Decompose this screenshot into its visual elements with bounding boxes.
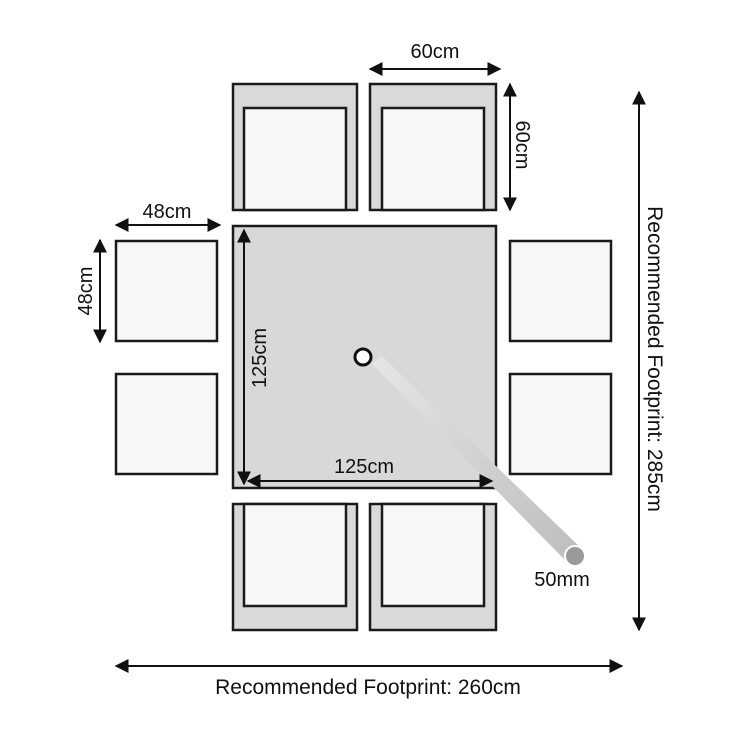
chair-bottom-left [231,502,359,632]
dimension-label-stool-width: 48cm [143,201,192,223]
parasol-pole-end [564,545,586,567]
stool-left-top [114,239,219,343]
chair-top-left [231,82,359,212]
dimension-label-footprint-width: Recommended Footprint: 260cm [215,676,521,699]
dimension-label-chair-width: 60cm [411,41,460,63]
dimension-label-table-horizontal: 125cm [334,456,394,478]
stool-right-bottom [508,372,613,476]
stool-left-bottom [114,372,219,476]
dimension-label-footprint-height: Recommended Footprint: 285cm [643,206,666,512]
dimension-label-table-vertical: 125cm [249,328,271,388]
stool-right-top [508,239,613,343]
dimension-label-parasol-hole: 50mm [534,569,590,591]
chair-bottom-right [368,502,498,632]
dimension-label-stool-depth: 48cm [75,267,97,316]
parasol-hole [353,347,373,367]
dimension-label-chair-depth: 60cm [511,121,533,170]
chair-top-right [368,82,498,212]
parasol-pole [372,356,586,567]
